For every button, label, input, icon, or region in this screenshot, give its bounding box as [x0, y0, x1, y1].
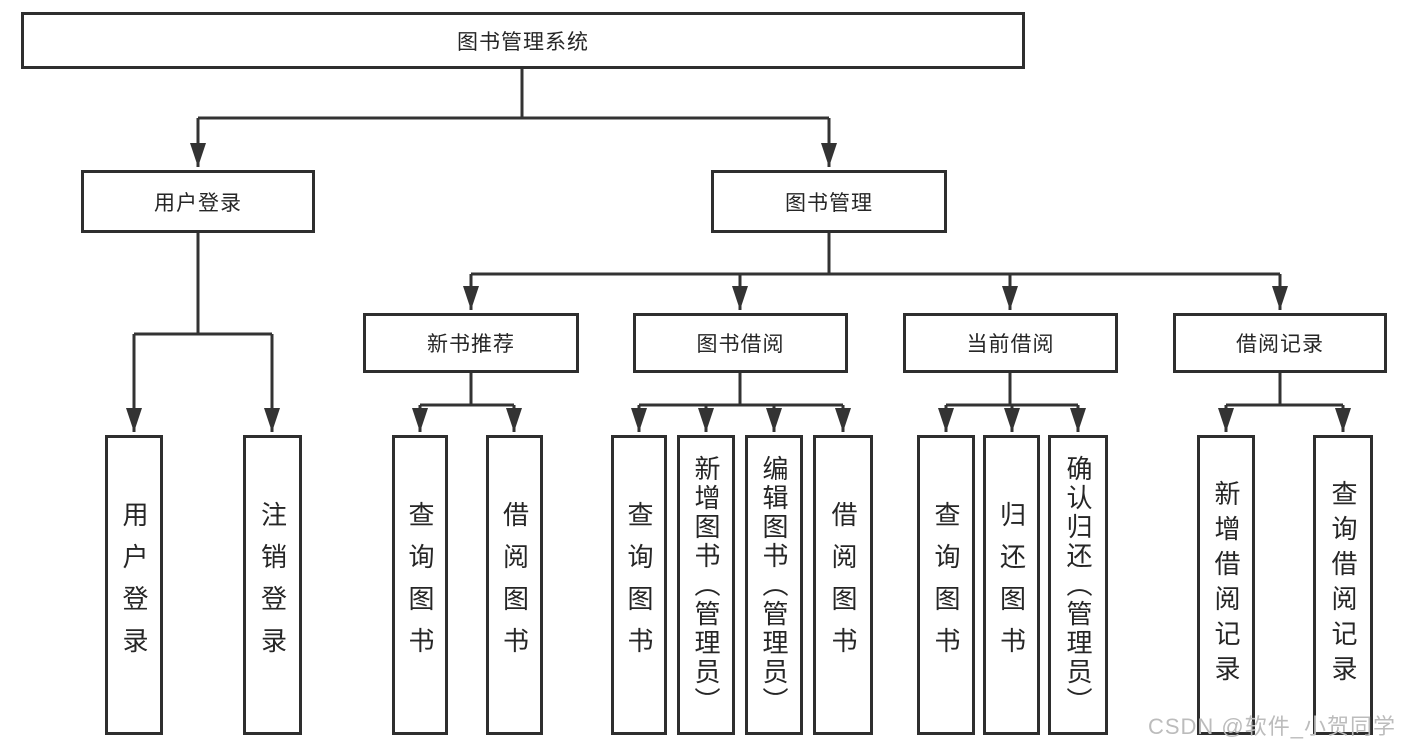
leaf-recommend-borrow-books: 借阅图书	[486, 435, 543, 735]
leaf-logout: 注销登录	[243, 435, 302, 735]
leaf-records-query-record: 查询借阅记录	[1313, 435, 1373, 735]
watermark: CSDN @软件_小贺同学	[1147, 714, 1396, 739]
leaf-borrowing-query-books: 查询图书	[611, 435, 667, 735]
leaf-label: 查询图书	[624, 501, 654, 669]
node-book-borrowing: 图书借阅	[633, 313, 848, 373]
leaf-label: 用户登录	[119, 501, 149, 669]
leaf-user-login: 用户登录	[105, 435, 163, 735]
leaf-label: 新增图书（管理员）	[691, 454, 721, 716]
node-root-system: 图书管理系统	[21, 12, 1025, 69]
leaf-current-return-books: 归还图书	[983, 435, 1040, 735]
leaf-label: 注销登录	[257, 501, 288, 669]
node-new-book-recommend: 新书推荐	[363, 313, 579, 373]
leaf-label: 新增借阅记录	[1211, 480, 1241, 690]
leaf-label: 编辑图书（管理员）	[759, 454, 789, 716]
leaf-label: 归还图书	[996, 501, 1027, 669]
leaf-current-query-books: 查询图书	[917, 435, 975, 735]
leaf-label: 查询借阅记录	[1328, 480, 1358, 690]
leaf-borrowing-borrow-books: 借阅图书	[813, 435, 873, 735]
leaf-borrowing-edit-books-admin: 编辑图书（管理员）	[745, 435, 803, 735]
leaf-borrowing-add-books-admin: 新增图书（管理员）	[677, 435, 735, 735]
leaf-label: 查询图书	[931, 501, 961, 669]
leaf-label: 确认归还（管理员）	[1063, 454, 1093, 716]
node-current-borrowing: 当前借阅	[903, 313, 1118, 373]
node-user-login: 用户登录	[81, 170, 315, 233]
leaf-label: 借阅图书	[499, 501, 530, 669]
node-borrowing-records: 借阅记录	[1173, 313, 1387, 373]
node-book-management: 图书管理	[711, 170, 947, 233]
leaf-current-confirm-return-admin: 确认归还（管理员）	[1048, 435, 1108, 735]
leaf-records-add-record: 新增借阅记录	[1197, 435, 1255, 735]
leaf-recommend-query-books: 查询图书	[392, 435, 448, 735]
leaf-label: 查询图书	[405, 501, 435, 669]
leaf-label: 借阅图书	[828, 501, 858, 669]
